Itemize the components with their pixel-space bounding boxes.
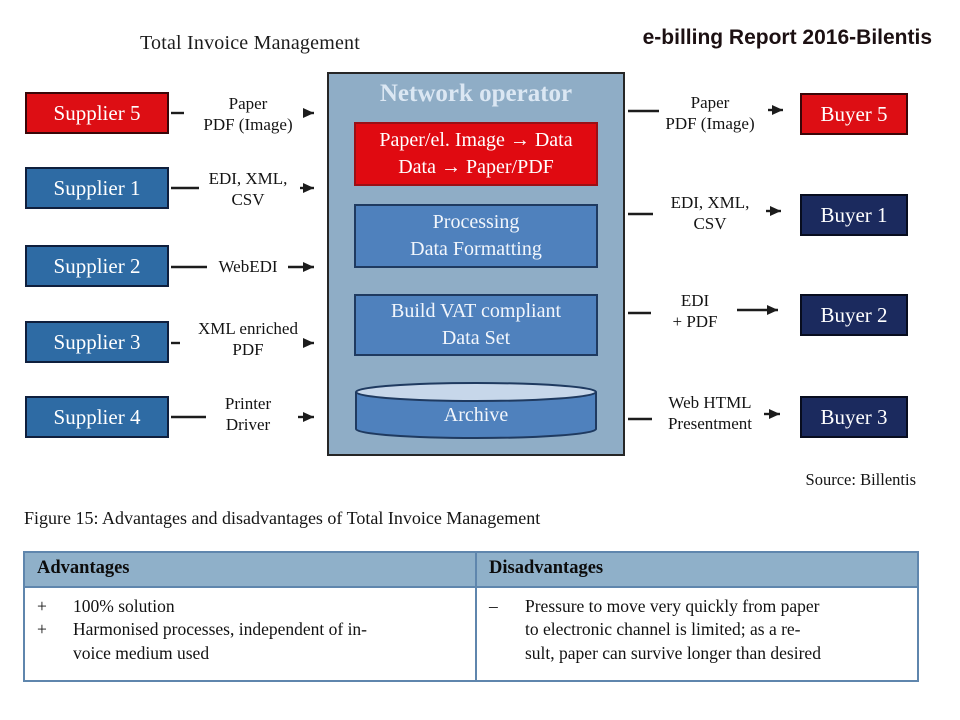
buyer-2-box: Buyer 2 — [800, 294, 908, 336]
supplier-1-box: Supplier 1 — [25, 167, 169, 209]
archive-label: Archive — [443, 404, 509, 426]
plus-sign: + — [37, 596, 47, 616]
advantage-text: Harmonised processes, independent of in-… — [73, 619, 368, 663]
channel-label-buyer-3: Web HTML Presentment — [667, 393, 753, 433]
advantages-table: Advantages Disadvantages + 100% solution… — [23, 551, 919, 682]
buyer-1-box: Buyer 1 — [800, 194, 908, 236]
figure-caption: Figure 15: Advantages and disadvantages … — [24, 508, 541, 528]
channel-label-buyer-2: EDI + PDF — [672, 291, 718, 331]
network-operator-title: Network operator — [379, 80, 573, 107]
advantage-item: + 100% solution — [37, 595, 467, 618]
table-header-advantages: Advantages — [25, 553, 475, 588]
operator-box-processing: Processing Data Formatting — [354, 204, 598, 268]
supplier-2-box: Supplier 2 — [25, 245, 169, 287]
database-cylinder-icon — [355, 382, 597, 439]
plus-sign: + — [37, 619, 47, 640]
channel-label-supplier-5: Paper PDF (Image) — [203, 94, 293, 134]
channel-label-supplier-1: EDI, XML, CSV — [208, 169, 288, 209]
advantages-cell: + 100% solution + Harmonised processes, … — [25, 588, 475, 680]
channel-label-buyer-5: Paper PDF (Image) — [665, 93, 755, 133]
diagram-title: Total Invoice Management — [140, 32, 360, 54]
supplier-3-box: Supplier 3 — [25, 321, 169, 363]
disadvantage-text: Pressure to move very quickly from paper… — [525, 596, 821, 663]
advantage-text: 100% solution — [73, 596, 175, 616]
network-operator-panel: Network operator Paper/el. Image → Data … — [327, 72, 625, 456]
supplier-5-box: Supplier 5 — [25, 92, 169, 134]
archive-cylinder: Archive — [354, 382, 598, 442]
minus-sign: – — [489, 596, 498, 616]
channel-label-supplier-2: WebEDI — [218, 257, 278, 276]
table-header-disadvantages: Disadvantages — [475, 553, 917, 588]
channel-label-supplier-3: XML enriched PDF — [198, 319, 298, 359]
channel-label-supplier-4: Printer Driver — [224, 394, 272, 434]
operator-box-vat-dataset: Build VAT compliant Data Set — [354, 294, 598, 356]
operator-box-image-to-data: Paper/el. Image → Data Data → Paper/PDF — [354, 122, 598, 186]
buyer-3-box: Buyer 3 — [800, 396, 908, 438]
disadvantage-item: – Pressure to move very quickly from pap… — [489, 595, 909, 665]
advantage-item: + Harmonised processes, independent of i… — [37, 618, 467, 665]
channel-label-buyer-1: EDI, XML, CSV — [670, 193, 750, 233]
source-note: Source: Billentis — [805, 470, 916, 489]
supplier-4-box: Supplier 4 — [25, 396, 169, 438]
disadvantages-cell: – Pressure to move very quickly from pap… — [475, 588, 917, 680]
report-badge: e-billing Report 2016-Bilentis — [642, 26, 932, 49]
buyer-5-box: Buyer 5 — [800, 93, 908, 135]
